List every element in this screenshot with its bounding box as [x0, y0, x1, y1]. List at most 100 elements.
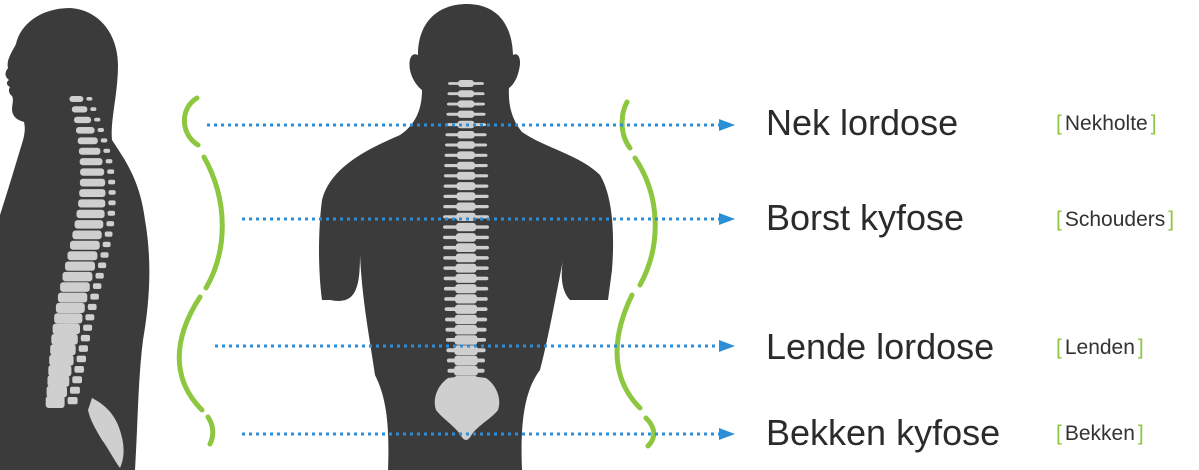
side-vertebra-13 — [72, 230, 102, 240]
side-vertebra-26 — [48, 365, 72, 377]
side-vertebra-16 — [65, 261, 95, 271]
back-vertebra-wing-11 — [443, 194, 489, 198]
region-label-lumbar: Lende lordose — [766, 326, 995, 367]
side-vertebra-28 — [46, 385, 67, 398]
back-vertebra-wing-14 — [443, 225, 489, 229]
side-vertebra-22 — [52, 323, 80, 335]
back-vertebra-wing-20 — [443, 286, 489, 291]
spine-curve-icon-right — [614, 99, 658, 449]
back-vertebra-wing-5 — [445, 133, 487, 137]
back-vertebra-wing-28 — [447, 368, 485, 373]
back-vertebra-wing-16 — [443, 245, 489, 250]
side-vertebra-process-21 — [85, 314, 95, 321]
side-sacrum-icon — [88, 398, 124, 468]
side-vertebra-process-4 — [100, 138, 108, 143]
side-vertebra-process-6 — [105, 159, 113, 164]
back-vertebra-wing-2 — [446, 102, 485, 106]
side-vertebra-1 — [71, 106, 88, 113]
area-tag-neck: [Nekholte] — [1056, 112, 1157, 135]
side-vertebra-process-27 — [72, 376, 82, 384]
back-vertebra-wing-27 — [446, 358, 485, 363]
back-vertebra-wing-8 — [444, 164, 488, 168]
side-vertebra-7 — [80, 168, 105, 176]
side-vertebra-process-19 — [90, 293, 99, 300]
side-vertebra-process-16 — [98, 262, 107, 269]
side-vertebra-process-13 — [104, 231, 113, 237]
area-tag-thoracic-text: Schouders — [1064, 208, 1166, 231]
side-vertebra-18 — [60, 282, 90, 292]
area-tag-lumbar-text: Lenden — [1064, 336, 1135, 359]
side-vertebra-17 — [62, 271, 93, 282]
side-vertebra-process-28 — [70, 386, 80, 394]
side-vertebra-2 — [74, 116, 92, 124]
dotted-arrow-head-icon-0 — [719, 119, 735, 131]
back-vertebra-wing-7 — [444, 153, 488, 157]
back-vertebra-wing-19 — [443, 276, 489, 281]
side-vertebra-process-24 — [78, 345, 88, 352]
side-vertebra-process-15 — [100, 252, 109, 258]
side-vertebra-12 — [74, 220, 104, 229]
side-vertebra-process-3 — [97, 128, 104, 132]
back-vertebra-wing-12 — [443, 205, 489, 209]
spine-curve-icon-left — [176, 95, 225, 447]
dotted-arrows — [207, 119, 735, 440]
side-vertebra-process-25 — [76, 355, 86, 363]
back-vertebra-wing-9 — [443, 174, 489, 178]
side-vertebra-10 — [78, 199, 106, 208]
side-vertebra-process-0 — [86, 97, 93, 101]
side-vertebra-25 — [49, 354, 74, 366]
dotted-arrow-head-icon-2 — [719, 340, 735, 352]
back-vertebra-wing-1 — [447, 92, 485, 96]
sacrum-icon — [434, 376, 500, 440]
side-vertebra-process-17 — [95, 272, 104, 279]
back-spine-icon — [443, 80, 489, 386]
side-vertebra-process-29 — [67, 397, 78, 405]
side-vertebra-process-20 — [87, 303, 97, 310]
side-vertebra-process-2 — [94, 117, 101, 122]
side-vertebra-4 — [77, 137, 98, 145]
back-vertebra-wing-25 — [445, 338, 487, 342]
side-vertebra-9 — [79, 189, 106, 197]
side-vertebra-5 — [78, 147, 101, 155]
back-vertebra-wing-6 — [445, 143, 488, 147]
side-vertebra-process-11 — [107, 210, 116, 216]
side-spine-icon — [45, 96, 116, 408]
area-tag-neck-text: Nekholte — [1064, 112, 1148, 135]
side-vertebra-0 — [69, 96, 84, 102]
back-vertebra-wing-21 — [444, 297, 488, 301]
back-vertebra-wing-3 — [446, 112, 486, 116]
area-tag-lumbar: [Lenden] — [1056, 336, 1144, 359]
side-vertebra-6 — [79, 158, 103, 166]
back-vertebra-wing-23 — [445, 317, 488, 322]
side-vertebra-process-26 — [74, 366, 84, 373]
side-vertebra-15 — [67, 251, 98, 261]
area-tag-pelvic: [Bekken] — [1056, 422, 1144, 445]
side-vertebra-process-5 — [103, 148, 111, 153]
side-vertebra-process-22 — [83, 324, 93, 331]
area-tag-thoracic: [Schouders] — [1056, 208, 1175, 231]
side-vertebra-3 — [76, 127, 95, 134]
side-vertebra-8 — [79, 178, 106, 187]
side-vertebra-process-12 — [106, 221, 115, 227]
dotted-arrow-head-icon-3 — [719, 428, 735, 440]
side-vertebra-process-14 — [102, 241, 111, 248]
side-vertebra-11 — [76, 209, 105, 219]
back-vertebra-wing-26 — [446, 348, 486, 353]
back-vertebra-wing-18 — [443, 266, 489, 270]
back-vertebra-wing-22 — [444, 307, 488, 311]
back-vertebra-wing-10 — [443, 184, 489, 188]
back-vertebra-wing-15 — [443, 235, 489, 240]
side-vertebra-process-9 — [108, 190, 116, 195]
region-label-thoracic: Borst kyfose — [766, 197, 965, 238]
back-vertebra-wing-17 — [443, 256, 489, 260]
dotted-arrow-head-icon-1 — [719, 213, 735, 225]
side-vertebra-process-10 — [108, 200, 116, 206]
side-vertebra-21 — [54, 313, 83, 324]
side-vertebra-23 — [51, 333, 78, 345]
back-vertebra-wing-24 — [445, 327, 487, 332]
side-vertebra-process-23 — [80, 334, 90, 342]
side-vertebra-27 — [47, 375, 70, 387]
area-tag-pelvic-text: Bekken — [1064, 422, 1135, 445]
